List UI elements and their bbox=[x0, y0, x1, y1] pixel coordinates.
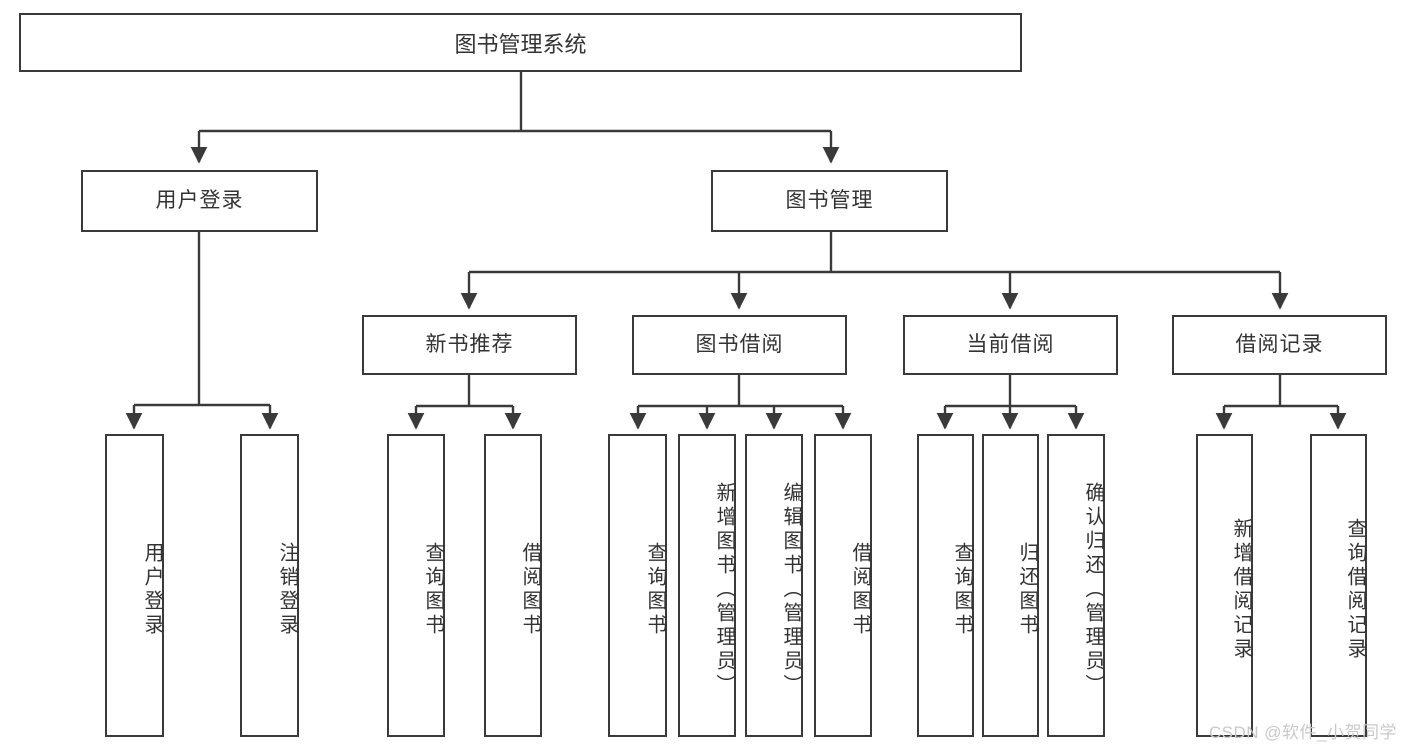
node-book-borrow[interactable]: 图书借阅 bbox=[632, 315, 847, 375]
node-root-label: 图书管理系统 bbox=[454, 31, 587, 57]
leaf-query-book-current[interactable]: 查询图书 bbox=[917, 434, 974, 737]
node-user-login-label: 用户登录 bbox=[155, 189, 244, 213]
leaf-borrow-book-recommend-label: 借阅图书 bbox=[519, 541, 541, 638]
node-new-book-recommend-label: 新书推荐 bbox=[425, 333, 514, 357]
leaf-add-book-admin[interactable]: 新增图书（管理员） bbox=[678, 434, 736, 737]
leaf-logout-label: 注销登录 bbox=[276, 541, 298, 638]
leaf-query-borrow-record[interactable]: 查询借阅记录 bbox=[1310, 434, 1367, 737]
leaf-query-book-current-label: 查询图书 bbox=[951, 541, 973, 638]
node-user-login[interactable]: 用户登录 bbox=[81, 170, 318, 232]
node-book-borrow-label: 图书借阅 bbox=[695, 333, 784, 357]
node-current-borrow-label: 当前借阅 bbox=[966, 333, 1055, 357]
leaf-add-book-admin-label: 新增图书（管理员） bbox=[713, 481, 735, 698]
leaf-logout[interactable]: 注销登录 bbox=[240, 434, 299, 737]
leaf-edit-book-admin[interactable]: 编辑图书（管理员） bbox=[745, 434, 803, 737]
leaf-query-book-recommend[interactable]: 查询图书 bbox=[387, 434, 445, 737]
leaf-return-book[interactable]: 归还图书 bbox=[982, 434, 1039, 737]
leaf-query-book-borrow[interactable]: 查询图书 bbox=[608, 434, 667, 737]
node-borrow-record[interactable]: 借阅记录 bbox=[1172, 315, 1387, 375]
leaf-query-book-borrow-label: 查询图书 bbox=[644, 541, 666, 638]
leaf-confirm-return-admin[interactable]: 确认归还（管理员） bbox=[1047, 434, 1105, 737]
node-root[interactable]: 图书管理系统 bbox=[19, 13, 1022, 72]
leaf-edit-book-admin-label: 编辑图书（管理员） bbox=[780, 481, 802, 698]
node-new-book-recommend[interactable]: 新书推荐 bbox=[362, 315, 577, 375]
node-borrow-record-label: 借阅记录 bbox=[1235, 333, 1324, 357]
watermark: CSDN @软件_小贺同学 bbox=[1208, 723, 1397, 742]
leaf-add-borrow-record-label: 新增借阅记录 bbox=[1230, 517, 1252, 662]
node-book-management[interactable]: 图书管理 bbox=[711, 170, 948, 232]
leaf-query-book-recommend-label: 查询图书 bbox=[422, 541, 444, 638]
leaf-return-book-label: 归还图书 bbox=[1016, 541, 1038, 638]
leaf-confirm-return-admin-label: 确认归还（管理员） bbox=[1082, 481, 1104, 698]
node-book-management-label: 图书管理 bbox=[785, 189, 874, 213]
leaf-query-borrow-record-label: 查询借阅记录 bbox=[1344, 517, 1366, 662]
leaf-user-login[interactable]: 用户登录 bbox=[105, 434, 164, 737]
leaf-borrow-book[interactable]: 借阅图书 bbox=[814, 434, 872, 737]
leaf-borrow-book-label: 借阅图书 bbox=[849, 541, 871, 638]
leaf-borrow-book-recommend[interactable]: 借阅图书 bbox=[484, 434, 542, 737]
node-current-borrow[interactable]: 当前借阅 bbox=[903, 315, 1118, 375]
leaf-add-borrow-record[interactable]: 新增借阅记录 bbox=[1196, 434, 1253, 737]
leaf-user-login-label: 用户登录 bbox=[141, 541, 163, 638]
